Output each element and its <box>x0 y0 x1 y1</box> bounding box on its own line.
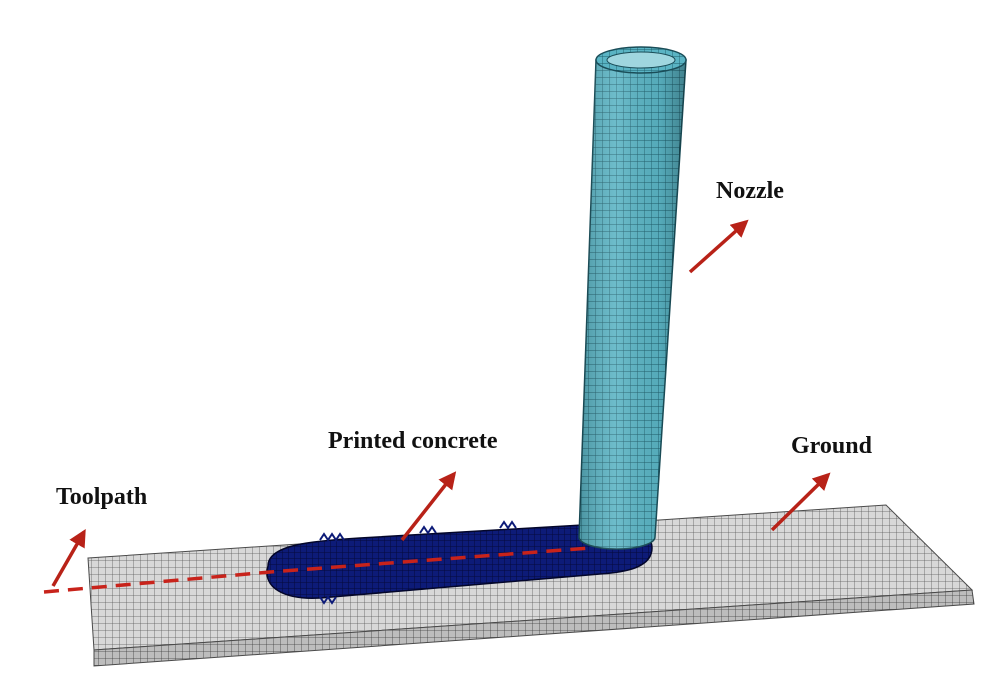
ground-label: Ground <box>791 433 873 459</box>
printed-concrete-body <box>266 523 653 599</box>
arrow-icon <box>51 528 86 587</box>
arrow-icon <box>770 472 831 532</box>
arrow-icon <box>400 471 457 542</box>
printed-concrete-label: Printed concrete <box>328 428 498 454</box>
nozzle-shading <box>579 60 686 549</box>
nozzle-label: Nozzle <box>716 178 784 204</box>
printed-concrete <box>266 520 653 605</box>
toolpath-line <box>43 546 591 594</box>
printed-concrete-ridges <box>319 520 517 605</box>
toolpath-label: Toolpath <box>56 484 147 510</box>
ground-front-face <box>93 589 975 667</box>
nozzle-top-opening <box>606 51 676 69</box>
arrow-icon <box>688 219 749 274</box>
nozzle <box>578 46 687 550</box>
